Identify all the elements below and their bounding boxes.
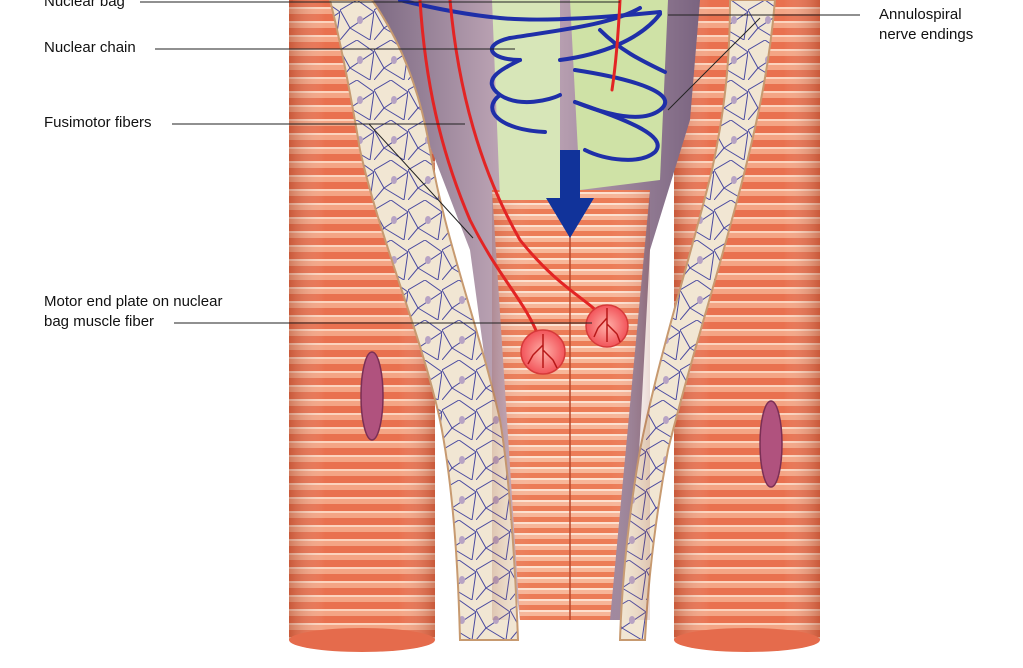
right-fiber-nucleus xyxy=(759,400,783,488)
label-nuclear-bag: Nuclear bag xyxy=(44,0,125,10)
nuclear-chain-fiber xyxy=(492,0,560,200)
leader-lines xyxy=(140,1,860,324)
left-capsule-wall xyxy=(328,0,520,641)
motor-end-plate-right xyxy=(585,304,629,348)
label-fusimotor-fibers: Fusimotor fibers xyxy=(44,114,152,131)
label-nuclear-chain: Nuclear chain xyxy=(44,39,136,56)
label-annulospiral-line2: nerve endings xyxy=(879,26,974,43)
label-motor-end-plate-line1: Motor end plate on nuclear xyxy=(44,293,223,310)
nuclear-bag-fiber xyxy=(570,0,668,190)
right-capsule-wall xyxy=(618,0,777,641)
annulospiral-nerves xyxy=(398,0,668,162)
motor-end-plate-left xyxy=(520,329,566,375)
fusimotor-fibers xyxy=(418,0,622,342)
intrafusal-fibers xyxy=(492,190,650,620)
label-motor-end-plate-line2: bag muscle fiber xyxy=(44,313,155,330)
stretch-direction-arrow-icon xyxy=(546,150,594,238)
label-annulospiral-line1: Annulospiral xyxy=(879,6,962,23)
left-fiber-nucleus xyxy=(360,351,384,441)
